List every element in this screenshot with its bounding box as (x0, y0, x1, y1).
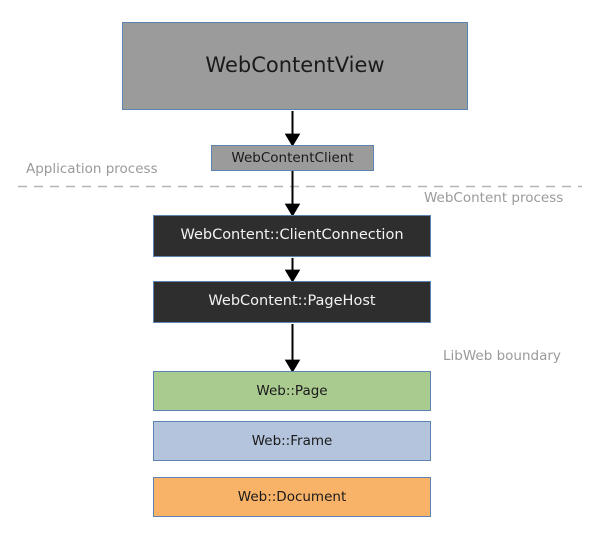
boundary-label-application-process: Application process (26, 161, 158, 177)
node-web-page[interactable]: Web::Page (153, 371, 431, 411)
node-webcontentclient[interactable]: WebContentClient (211, 145, 374, 171)
boundary-label-libweb-boundary: LibWeb boundary (443, 348, 561, 364)
node-webcontent-pagehost[interactable]: WebContent::PageHost (153, 281, 431, 323)
node-webcontentview[interactable]: WebContentView (122, 22, 468, 110)
node-webcontent-clientconnection[interactable]: WebContent::ClientConnection (153, 215, 431, 257)
node-web-document[interactable]: Web::Document (153, 477, 431, 517)
boundary-label-webcontent-process: WebContent process (424, 190, 564, 206)
node-web-frame[interactable]: Web::Frame (153, 421, 431, 461)
